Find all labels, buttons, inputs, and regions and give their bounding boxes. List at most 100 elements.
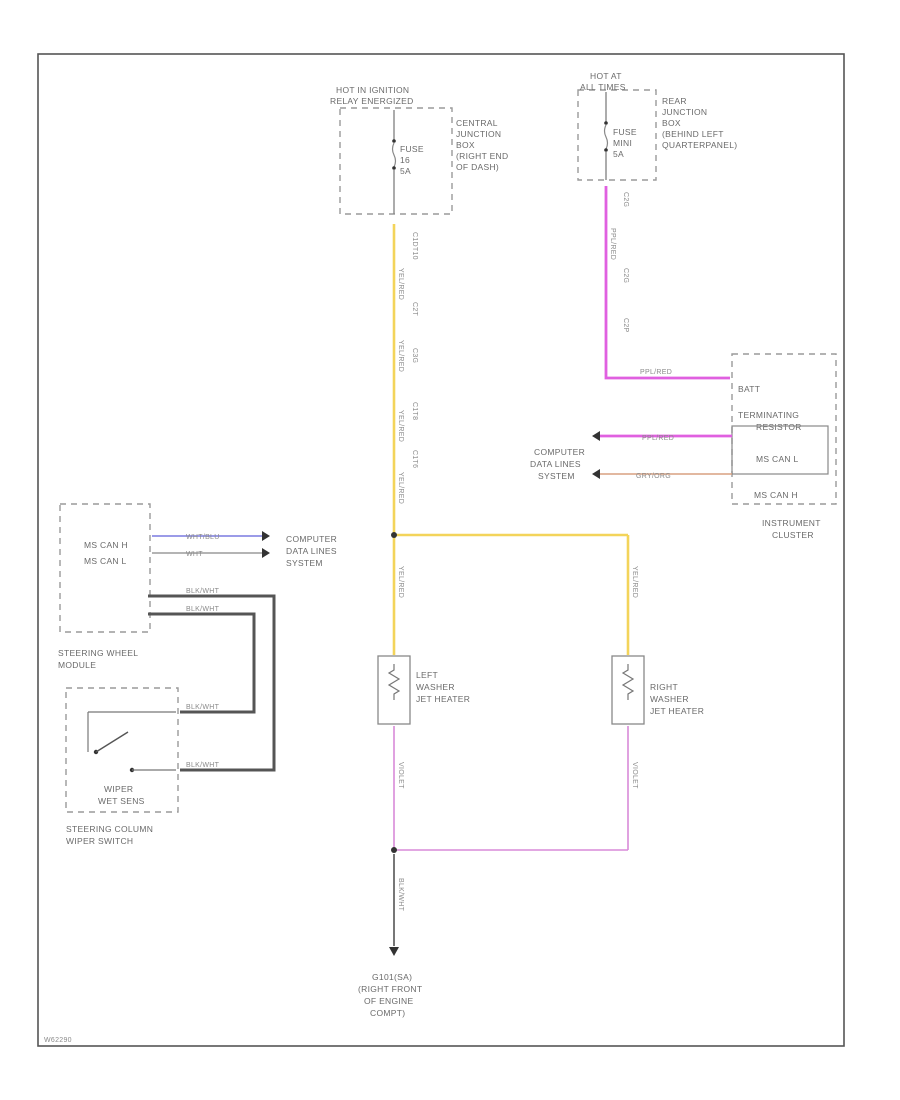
black-wire-label-4: BLK/WHT	[186, 762, 220, 769]
black-wire-label-1: BLK/WHT	[186, 588, 220, 595]
mini-fuse-rating: 5A	[613, 149, 624, 159]
cluster-terminating-label: TERMINATING	[738, 410, 799, 420]
fuse-box-2-header-2: ALL TIMES	[580, 82, 626, 92]
rear-junction-box: HOT AT ALL TIMES FUSE MINI 5A REAR JUNCT…	[577, 71, 737, 181]
data-lines-left-2: DATA LINES	[286, 546, 337, 556]
fuse-box-1-header-2: RELAY ENERGIZED	[330, 96, 414, 106]
ground-label-1: G101(SA)	[372, 972, 412, 982]
fuse-16-number: 16	[400, 155, 410, 165]
right-heater-element	[621, 664, 635, 700]
data-lines-left-3: SYSTEM	[286, 558, 323, 568]
right-heater-label-1: RIGHT	[650, 682, 678, 692]
yellow-wire-label-5: YEL/RED	[397, 566, 404, 598]
left-heater-element	[387, 664, 401, 700]
fuse-box-2-location-2: JUNCTION	[662, 107, 707, 117]
fuse-box-2-header-1: HOT AT	[590, 71, 622, 81]
wiper-switch-label-2: WET SENS	[98, 796, 145, 806]
connector-c1t8: C1T8	[411, 402, 418, 420]
fuse-box-1-location-4: (RIGHT END	[456, 151, 508, 161]
fuse-16-rating: 5A	[400, 166, 411, 176]
yellow-wire-label-1: YEL/RED	[397, 268, 404, 300]
ground-label-3: OF ENGINE	[364, 996, 413, 1006]
yellow-wire-label-2: YEL/RED	[397, 340, 404, 372]
cluster-pink-wire-label: PPL/RED	[642, 435, 674, 442]
connector-c3g: C3G	[411, 348, 418, 363]
fuse-box-1-location-2: JUNCTION	[456, 129, 501, 139]
wiper-switch-name-2: WIPER SWITCH	[66, 836, 133, 846]
central-junction-box: HOT IN IGNITION RELAY ENERGIZED FUSE 16 …	[330, 85, 508, 215]
fuse-box-2-location-5: QUARTERPANEL)	[662, 140, 737, 150]
instrument-cluster-name-2: CLUSTER	[772, 530, 814, 540]
pink-wire-label-2: PPL/RED	[640, 369, 672, 376]
connector-c2t: C2T	[411, 302, 418, 317]
right-washer-jet-heater: RIGHT WASHER JET HEATER	[611, 655, 704, 725]
cluster-data-lines: PPL/RED GRY/ORG COMPUTER DATA LINES SYST…	[530, 431, 732, 481]
fuse-box-2-location-1: REAR	[662, 96, 687, 106]
left-washer-jet-heater: LEFT WASHER JET HEATER	[377, 655, 470, 725]
pink-feed-wire: PPL/RED PPL/RED C2G C2G C2P	[604, 186, 730, 380]
violet-return-wire: VIOLET VIOLET	[391, 726, 638, 853]
swm-grey-wire-label: WHT	[186, 551, 203, 558]
data-lines-right-2: DATA LINES	[530, 459, 581, 469]
left-heater-label-2: WASHER	[416, 682, 455, 692]
swm-name-1: STEERING WHEEL	[58, 648, 138, 658]
mini-fuse-type: MINI	[613, 138, 632, 148]
fuse-16-symbol	[391, 142, 397, 168]
diagram-frame	[37, 53, 845, 1047]
swm-blue-wire-label: WHT/BLU	[186, 534, 220, 541]
violet-wire-label-1: VIOLET	[397, 762, 404, 789]
ground-label-2: (RIGHT FRONT	[358, 984, 422, 994]
swm-can-l-label: MS CAN L	[84, 556, 127, 566]
wiper-switch-label-1: WIPER	[104, 784, 133, 794]
cluster-orange-wire-label: GRY/ORG	[636, 473, 671, 480]
yellow-feed-wire: YEL/RED YEL/RED YEL/RED YEL/RED YEL/RED …	[391, 224, 638, 655]
wiper-switch-contact	[95, 731, 129, 753]
swm-can-h-label: MS CAN H	[84, 540, 128, 550]
cluster-can-l-label: MS CAN L	[756, 454, 799, 464]
pink-wire-label-1: PPL/RED	[609, 228, 616, 260]
connector-c1t6: C1T6	[411, 450, 418, 468]
data-lines-right-1: COMPUTER	[534, 447, 585, 457]
ground-terminal-icon	[389, 947, 399, 956]
fuse-box-1-location-1: CENTRAL	[456, 118, 498, 128]
steering-column-wiper-switch: WIPER WET SENS STEERING COLUMN WIPER SWI…	[65, 687, 179, 846]
ground-wire-label: BLK/WHT	[397, 878, 404, 912]
fuse-box-2-location-3: BOX	[662, 118, 681, 128]
cluster-network-label: MS CAN H	[754, 490, 798, 500]
connector-c1dt10: C1DT10	[411, 232, 418, 260]
connector-c2g-2: C2G	[622, 268, 629, 283]
connector-c2p: C2P	[622, 318, 629, 333]
swm-name-2: MODULE	[58, 660, 96, 670]
yellow-wire-label-4: YEL/RED	[397, 472, 404, 504]
instrument-cluster-name-1: INSTRUMENT	[762, 518, 821, 528]
black-wire-label-2: BLK/WHT	[186, 606, 220, 613]
right-heater-label-3: JET HEATER	[650, 706, 704, 716]
connector-c2g-1: C2G	[622, 192, 629, 207]
fuse-box-1-location-5: OF DASH)	[456, 162, 499, 172]
fuse-box-2-location-4: (BEHIND LEFT	[662, 129, 724, 139]
ground-label-4: COMPT)	[370, 1008, 405, 1018]
fuse-box-1-location-3: BOX	[456, 140, 475, 150]
yellow-wire-label-3: YEL/RED	[397, 410, 404, 442]
steering-wheel-module: MS CAN H MS CAN L WHT/BLU WHT COMPUTER D…	[58, 503, 337, 670]
black-wire-label-3: BLK/WHT	[186, 704, 220, 711]
cluster-resistor-label: RESISTOR	[756, 422, 802, 432]
mini-fuse-label: FUSE	[613, 127, 637, 137]
cluster-batt-label: BATT	[738, 384, 760, 394]
data-lines-right-3: SYSTEM	[538, 471, 575, 481]
data-lines-left-1: COMPUTER	[286, 534, 337, 544]
wiper-switch-name-1: STEERING COLUMN	[66, 824, 153, 834]
yellow-wire-label-6: YEL/RED	[631, 566, 638, 598]
violet-wire-label-2: VIOLET	[631, 762, 638, 789]
fuse-box-1-header-1: HOT IN IGNITION	[336, 85, 409, 95]
figure-id: W62290	[44, 1037, 72, 1044]
fuse-16-label: FUSE	[400, 144, 424, 154]
mini-fuse-symbol	[603, 124, 609, 150]
black-signal-wires: BLK/WHT BLK/WHT BLK/WHT BLK/WHT	[148, 588, 276, 772]
ground-g101: BLK/WHT G101(SA) (RIGHT FRONT OF ENGINE …	[358, 854, 422, 1018]
right-heater-label-2: WASHER	[650, 694, 689, 704]
left-heater-label-3: JET HEATER	[416, 694, 470, 704]
left-heater-label-1: LEFT	[416, 670, 438, 680]
instrument-cluster: BATT TERMINATING RESISTOR MS CAN L MS CA…	[731, 353, 837, 540]
